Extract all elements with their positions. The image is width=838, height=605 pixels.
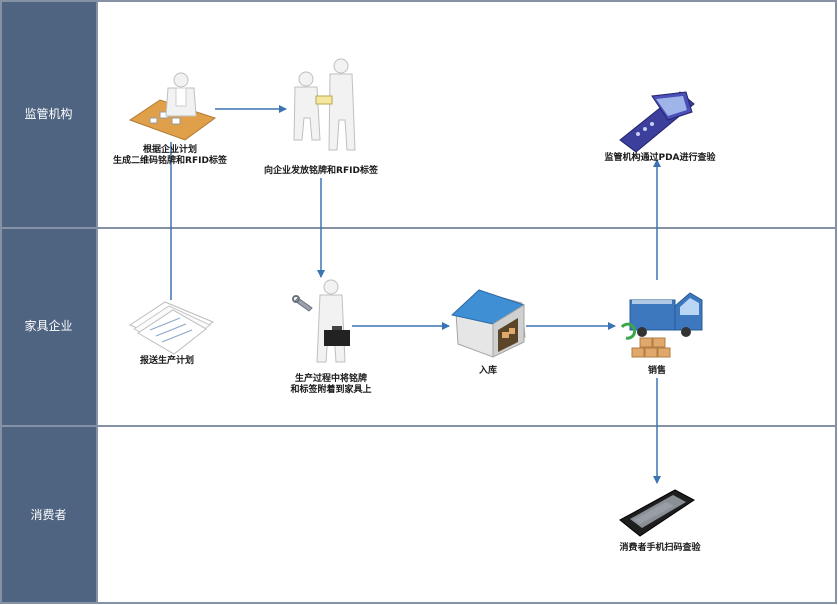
step-report-line1: 报送生产计划	[139, 356, 194, 366]
warehouse-icon	[450, 289, 526, 358]
step-report-label: 报送生产计划	[117, 356, 217, 367]
lane-header-consumer	[2, 427, 97, 602]
delivery-truck-icon	[620, 292, 703, 358]
step-pda-check-label: 监管机构通过PDA进行查验	[585, 153, 735, 164]
handover-people-icon	[293, 58, 356, 151]
step-issue-label: 向企业发放铭牌和RFID标签	[246, 166, 396, 177]
step-attach-line2: 和标签附着到家具上	[290, 385, 372, 395]
lane-label-enterprise: 家具企业	[24, 319, 73, 333]
step-consumer-scan-line1: 消费者手机扫码查验	[619, 543, 701, 553]
worker-icon	[292, 279, 350, 363]
step-generate-line2: 生成二维码铭牌和RFID标签	[113, 156, 227, 166]
lane-header-regulator	[2, 2, 97, 227]
step-sales-label: 销售	[632, 366, 682, 377]
step-attach-line1: 生产过程中将铭牌	[294, 374, 367, 384]
step-warehouse-label: 入库	[463, 366, 513, 377]
documents-icon	[128, 301, 215, 355]
person-at-desk-icon	[128, 72, 217, 141]
step-issue-line1: 向企业发放铭牌和RFID标签	[264, 166, 378, 176]
step-sales-line1: 销售	[647, 366, 666, 376]
pda-scanner-icon	[619, 91, 695, 153]
step-generate-line1: 根据企业计划	[142, 145, 197, 155]
step-pda-check-line1: 监管机构通过PDA进行查验	[604, 153, 716, 163]
step-generate-label: 根据企业计划 生成二维码铭牌和RFID标签	[100, 145, 240, 167]
step-warehouse-line1: 入库	[478, 366, 497, 376]
lane-label-regulator: 监管机构	[24, 107, 73, 121]
step-consumer-scan-label: 消费者手机扫码查验	[590, 543, 730, 554]
step-attach-label: 生产过程中将铭牌 和标签附着到家具上	[256, 374, 406, 396]
smartphone-icon	[619, 489, 695, 537]
lane-header-enterprise	[2, 229, 97, 425]
lane-label-consumer: 消费者	[30, 508, 67, 522]
